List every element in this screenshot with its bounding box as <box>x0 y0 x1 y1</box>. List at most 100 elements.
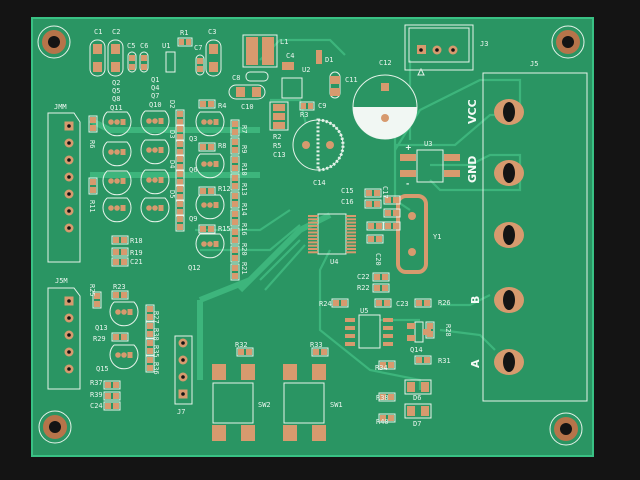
label-r32: R32 <box>235 341 248 349</box>
pin-hole <box>181 375 185 379</box>
pad <box>147 323 153 329</box>
pad <box>177 216 183 222</box>
pin-pad <box>213 241 219 247</box>
ic-pin <box>308 228 318 231</box>
smd-resistor <box>198 142 216 152</box>
crystal-y1 <box>396 194 428 274</box>
ic-pin <box>346 234 356 237</box>
resistor-outline <box>383 208 401 218</box>
pad <box>232 147 238 153</box>
pad <box>232 175 238 181</box>
smd-resistor <box>145 355 155 373</box>
transistor-outline <box>102 170 132 196</box>
pin-pad <box>213 161 219 167</box>
pad <box>380 394 386 400</box>
pin-pad <box>158 147 164 153</box>
smd-resistor <box>145 321 155 339</box>
pin-pad <box>201 119 207 125</box>
transistor-q14 <box>407 321 431 343</box>
pad <box>147 357 153 363</box>
label-u1: U1 <box>162 42 170 50</box>
label-u2: U2 <box>302 66 310 74</box>
label-sw2: SW2 <box>258 401 271 409</box>
smd-resistor <box>311 347 329 357</box>
resistor-outline <box>230 137 240 155</box>
smd-resistor <box>145 304 155 322</box>
ic-body-outline <box>317 213 347 255</box>
pad <box>333 300 339 306</box>
resistor-outline <box>103 380 121 390</box>
resistor-outline <box>198 224 216 234</box>
pad <box>374 201 380 207</box>
pad <box>374 274 380 280</box>
pin-pad <box>127 309 133 315</box>
label-u3: U3 <box>424 140 432 148</box>
terminal-3 <box>494 222 524 248</box>
transistor-to92 <box>140 169 170 195</box>
resistor-outline <box>88 177 98 195</box>
smd-resistor <box>88 177 98 195</box>
pin-pad <box>158 118 164 124</box>
pad <box>393 223 399 229</box>
label-a: A <box>469 359 482 368</box>
pad <box>238 349 244 355</box>
resistor-outline <box>175 214 185 232</box>
pad <box>105 382 111 388</box>
smd-resistor <box>88 115 98 133</box>
pad <box>147 340 153 346</box>
label-c1: C1 <box>94 28 102 36</box>
pad <box>177 164 183 170</box>
transistor-to92 <box>140 139 170 165</box>
resistor-outline <box>111 332 129 342</box>
pin-hole <box>67 175 71 179</box>
label-c8: C8 <box>232 74 240 82</box>
pad <box>393 197 399 203</box>
pad <box>177 179 183 185</box>
label-c5: C5 <box>127 42 135 50</box>
resistor-outline <box>145 304 155 322</box>
transistor-outline <box>140 197 170 223</box>
ic-pin <box>346 251 356 254</box>
resistor-outline <box>372 283 390 293</box>
label-c2: C2 <box>112 28 120 36</box>
smd-resistor <box>145 338 155 356</box>
label-c3: C3 <box>208 28 216 36</box>
pad <box>147 331 153 337</box>
label-q13: Q13 <box>95 324 108 332</box>
transistor-outline <box>140 169 170 195</box>
pad <box>374 285 380 291</box>
silkscreen-labels: C1 C2 C5 C6 U1 R1 C7 C3 L1 C4 U2 D1 C8 C… <box>54 28 538 428</box>
pad <box>147 365 153 371</box>
label-r1: R1 <box>180 29 188 37</box>
resistor-outline <box>378 413 396 423</box>
resistor-outline <box>414 355 432 365</box>
pad <box>385 210 391 216</box>
pin-pad <box>108 149 114 155</box>
smd-resistor <box>103 401 121 411</box>
ic-pin <box>308 234 318 237</box>
pad <box>416 357 422 363</box>
resistor-outline <box>236 347 254 357</box>
pad <box>388 415 394 421</box>
ic-pin <box>308 215 318 217</box>
resistor-outline <box>383 221 401 231</box>
header-jmm <box>47 112 81 263</box>
terminal-vcc <box>494 99 524 125</box>
pad <box>232 139 238 145</box>
pad <box>232 157 238 163</box>
label-r15: R15 <box>218 225 231 233</box>
smd-resistor <box>378 360 396 370</box>
smd-resistor <box>198 99 216 109</box>
pad <box>177 171 183 177</box>
pin-hole <box>67 367 71 371</box>
pad <box>208 144 214 150</box>
pad <box>232 273 238 279</box>
pad <box>90 117 96 123</box>
mounting-holes <box>37 25 585 446</box>
transistor-outline <box>109 344 139 370</box>
pad <box>113 382 119 388</box>
pin-hole <box>67 158 71 162</box>
label-r25: R25 <box>88 284 96 297</box>
ic-pin <box>346 221 356 224</box>
pin-pad <box>114 178 120 184</box>
